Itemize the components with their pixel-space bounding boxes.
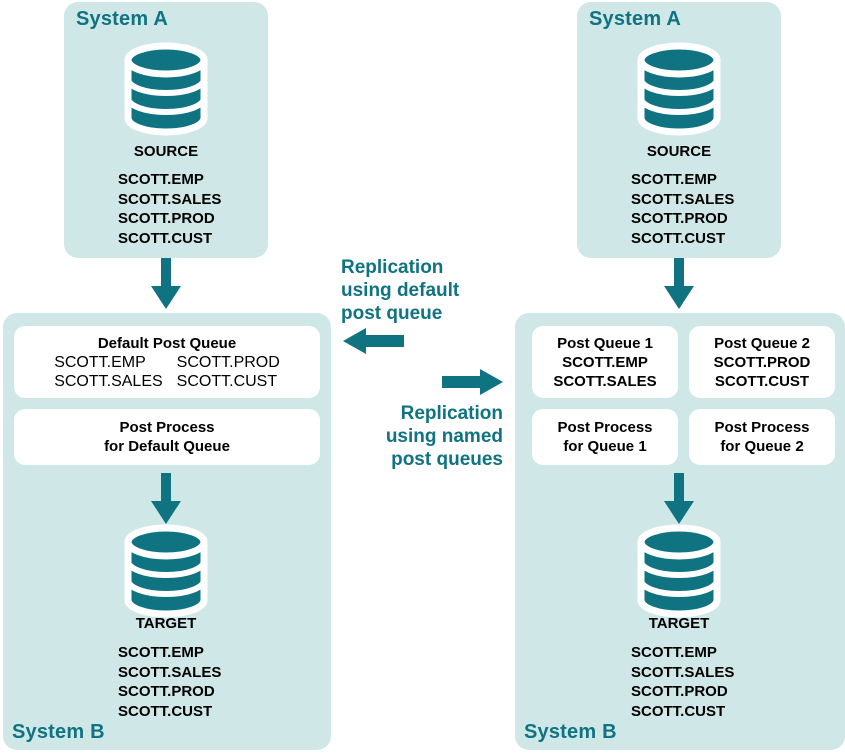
- queue-table-column-left: SCOTT.EMP SCOTT.SALES: [54, 353, 162, 391]
- table-name: SCOTT.SALES: [54, 372, 163, 390]
- arrow-down-icon: [664, 258, 694, 309]
- table-name: SCOTT.SALES: [631, 190, 735, 208]
- table-name: SCOTT.CUST: [714, 372, 810, 390]
- table-name: SCOTT.CUST: [176, 372, 278, 390]
- post-process-line-2: for Queue 2: [720, 438, 804, 455]
- arrow-down-icon: [664, 473, 694, 524]
- table-name: SCOTT.EMP: [118, 171, 204, 188]
- right-target-table-list: SCOTT.EMP SCOTT.SALES SCOTT.PROD SCOTT.C…: [631, 643, 734, 721]
- table-name: SCOTT.CUST: [631, 702, 726, 720]
- arrow-down-icon: [151, 473, 181, 524]
- right-source-database-icon: [629, 36, 729, 142]
- table-name: SCOTT.EMP: [54, 353, 146, 371]
- legend-line-3: post queue: [341, 303, 443, 324]
- table-name: SCOTT.EMP: [631, 171, 717, 188]
- left-source-table-list: SCOTT.EMP SCOTT.SALES SCOTT.PROD SCOTT.C…: [118, 170, 221, 248]
- right-post-process-2-box: Post Process for Queue 2: [689, 409, 835, 465]
- right-system-b-title: System B: [524, 721, 617, 743]
- left-arrow-process-to-target: [150, 473, 182, 530]
- right-system-a-panel: System A SOURCE SCOTT.EMP SCOTT.SALES SC…: [577, 2, 781, 258]
- right-system-a-title: System A: [589, 8, 682, 30]
- arrow-down-icon: [151, 258, 181, 309]
- right-arrow-source-to-queue: [663, 258, 695, 315]
- post-process-line-1: Post Process: [557, 419, 653, 436]
- right-system-b-panel: Post Queue 1 SCOTT.EMP SCOTT.SALES Post …: [515, 313, 845, 750]
- table-name: SCOTT.PROD: [713, 353, 811, 371]
- queue-box-title: Post Queue 1: [557, 334, 653, 352]
- legend-line-1: Replication: [400, 403, 503, 424]
- left-system-b-title: System B: [12, 721, 105, 743]
- right-arrow-process-to-target: [663, 473, 695, 530]
- right-post-queue-2-box: Post Queue 2 SCOTT.PROD SCOTT.CUST: [689, 326, 835, 398]
- left-default-post-queue-box: Default Post Queue SCOTT.EMP SCOTT.SALES…: [14, 326, 320, 398]
- left-source-database-icon: [116, 36, 216, 142]
- right-target-db-label: TARGET: [648, 615, 710, 632]
- database-cylinder-icon: [124, 524, 208, 618]
- left-post-process-box: Post Process for Default Queue: [14, 409, 320, 465]
- legend-line-3: post queues: [391, 449, 503, 470]
- database-cylinder-icon: [637, 42, 721, 136]
- left-system-a-title: System A: [76, 8, 169, 30]
- legend-left-arrow: [343, 325, 405, 362]
- left-arrow-source-to-queue: [150, 258, 182, 315]
- legend-line-1: Replication: [341, 257, 444, 278]
- table-name: SCOTT.SALES: [118, 190, 222, 208]
- table-name: SCOTT.CUST: [631, 229, 726, 247]
- database-cylinder-icon: [637, 524, 721, 618]
- arrow-left-icon: [343, 328, 404, 354]
- queue-box-title: Default Post Queue: [97, 334, 237, 352]
- left-target-database-icon: [116, 518, 216, 624]
- legend-default-post-queue: Replication using default post queue: [341, 256, 459, 325]
- table-name: SCOTT.PROD: [118, 683, 215, 700]
- table-name: SCOTT.CUST: [118, 229, 213, 247]
- legend-line-2: using default: [341, 280, 460, 301]
- table-name: SCOTT.SALES: [631, 663, 735, 681]
- table-name: SCOTT.EMP: [118, 644, 204, 661]
- queue-box-title: Post Queue 2: [714, 334, 810, 352]
- table-name: SCOTT.EMP: [631, 644, 717, 661]
- legend-named-post-queues: Replication using named post queues: [303, 402, 503, 471]
- table-name: SCOTT.SALES: [118, 663, 222, 681]
- post-process-line-2: for Default Queue: [104, 438, 230, 455]
- left-source-db-label: SOURCE: [133, 143, 199, 160]
- table-name: SCOTT.PROD: [631, 210, 728, 227]
- arrow-right-icon: [442, 369, 503, 395]
- left-system-a-panel: System A SOURCE SCOTT.EMP SCOTT.SALES SC…: [64, 2, 268, 258]
- left-system-b-panel: Default Post Queue SCOTT.EMP SCOTT.SALES…: [3, 313, 331, 750]
- table-name: SCOTT.SALES: [553, 372, 657, 390]
- table-name: SCOTT.PROD: [118, 210, 215, 227]
- post-process-line-2: for Queue 1: [563, 438, 647, 455]
- legend-right-arrow: [441, 366, 503, 403]
- right-post-queue-1-box: Post Queue 1 SCOTT.EMP SCOTT.SALES: [532, 326, 678, 398]
- table-name: SCOTT.EMP: [562, 353, 648, 371]
- post-process-line-1: Post Process: [119, 419, 215, 436]
- queue-table-column-right: SCOTT.PROD SCOTT.CUST: [177, 353, 280, 391]
- left-target-table-list: SCOTT.EMP SCOTT.SALES SCOTT.PROD SCOTT.C…: [118, 643, 221, 721]
- database-cylinder-icon: [124, 42, 208, 136]
- table-name: SCOTT.CUST: [118, 702, 213, 720]
- right-source-table-list: SCOTT.EMP SCOTT.SALES SCOTT.PROD SCOTT.C…: [631, 170, 734, 248]
- left-target-db-label: TARGET: [135, 615, 197, 632]
- post-process-line-1: Post Process: [714, 419, 810, 436]
- legend-line-2: using named: [385, 426, 503, 447]
- table-name: SCOTT.PROD: [176, 353, 280, 371]
- right-post-process-1-box: Post Process for Queue 1: [532, 409, 678, 465]
- table-name: SCOTT.PROD: [631, 683, 728, 700]
- right-target-database-icon: [629, 518, 729, 624]
- right-source-db-label: SOURCE: [646, 143, 712, 160]
- queue-table-columns: SCOTT.EMP SCOTT.SALES SCOTT.PROD SCOTT.C…: [54, 353, 280, 391]
